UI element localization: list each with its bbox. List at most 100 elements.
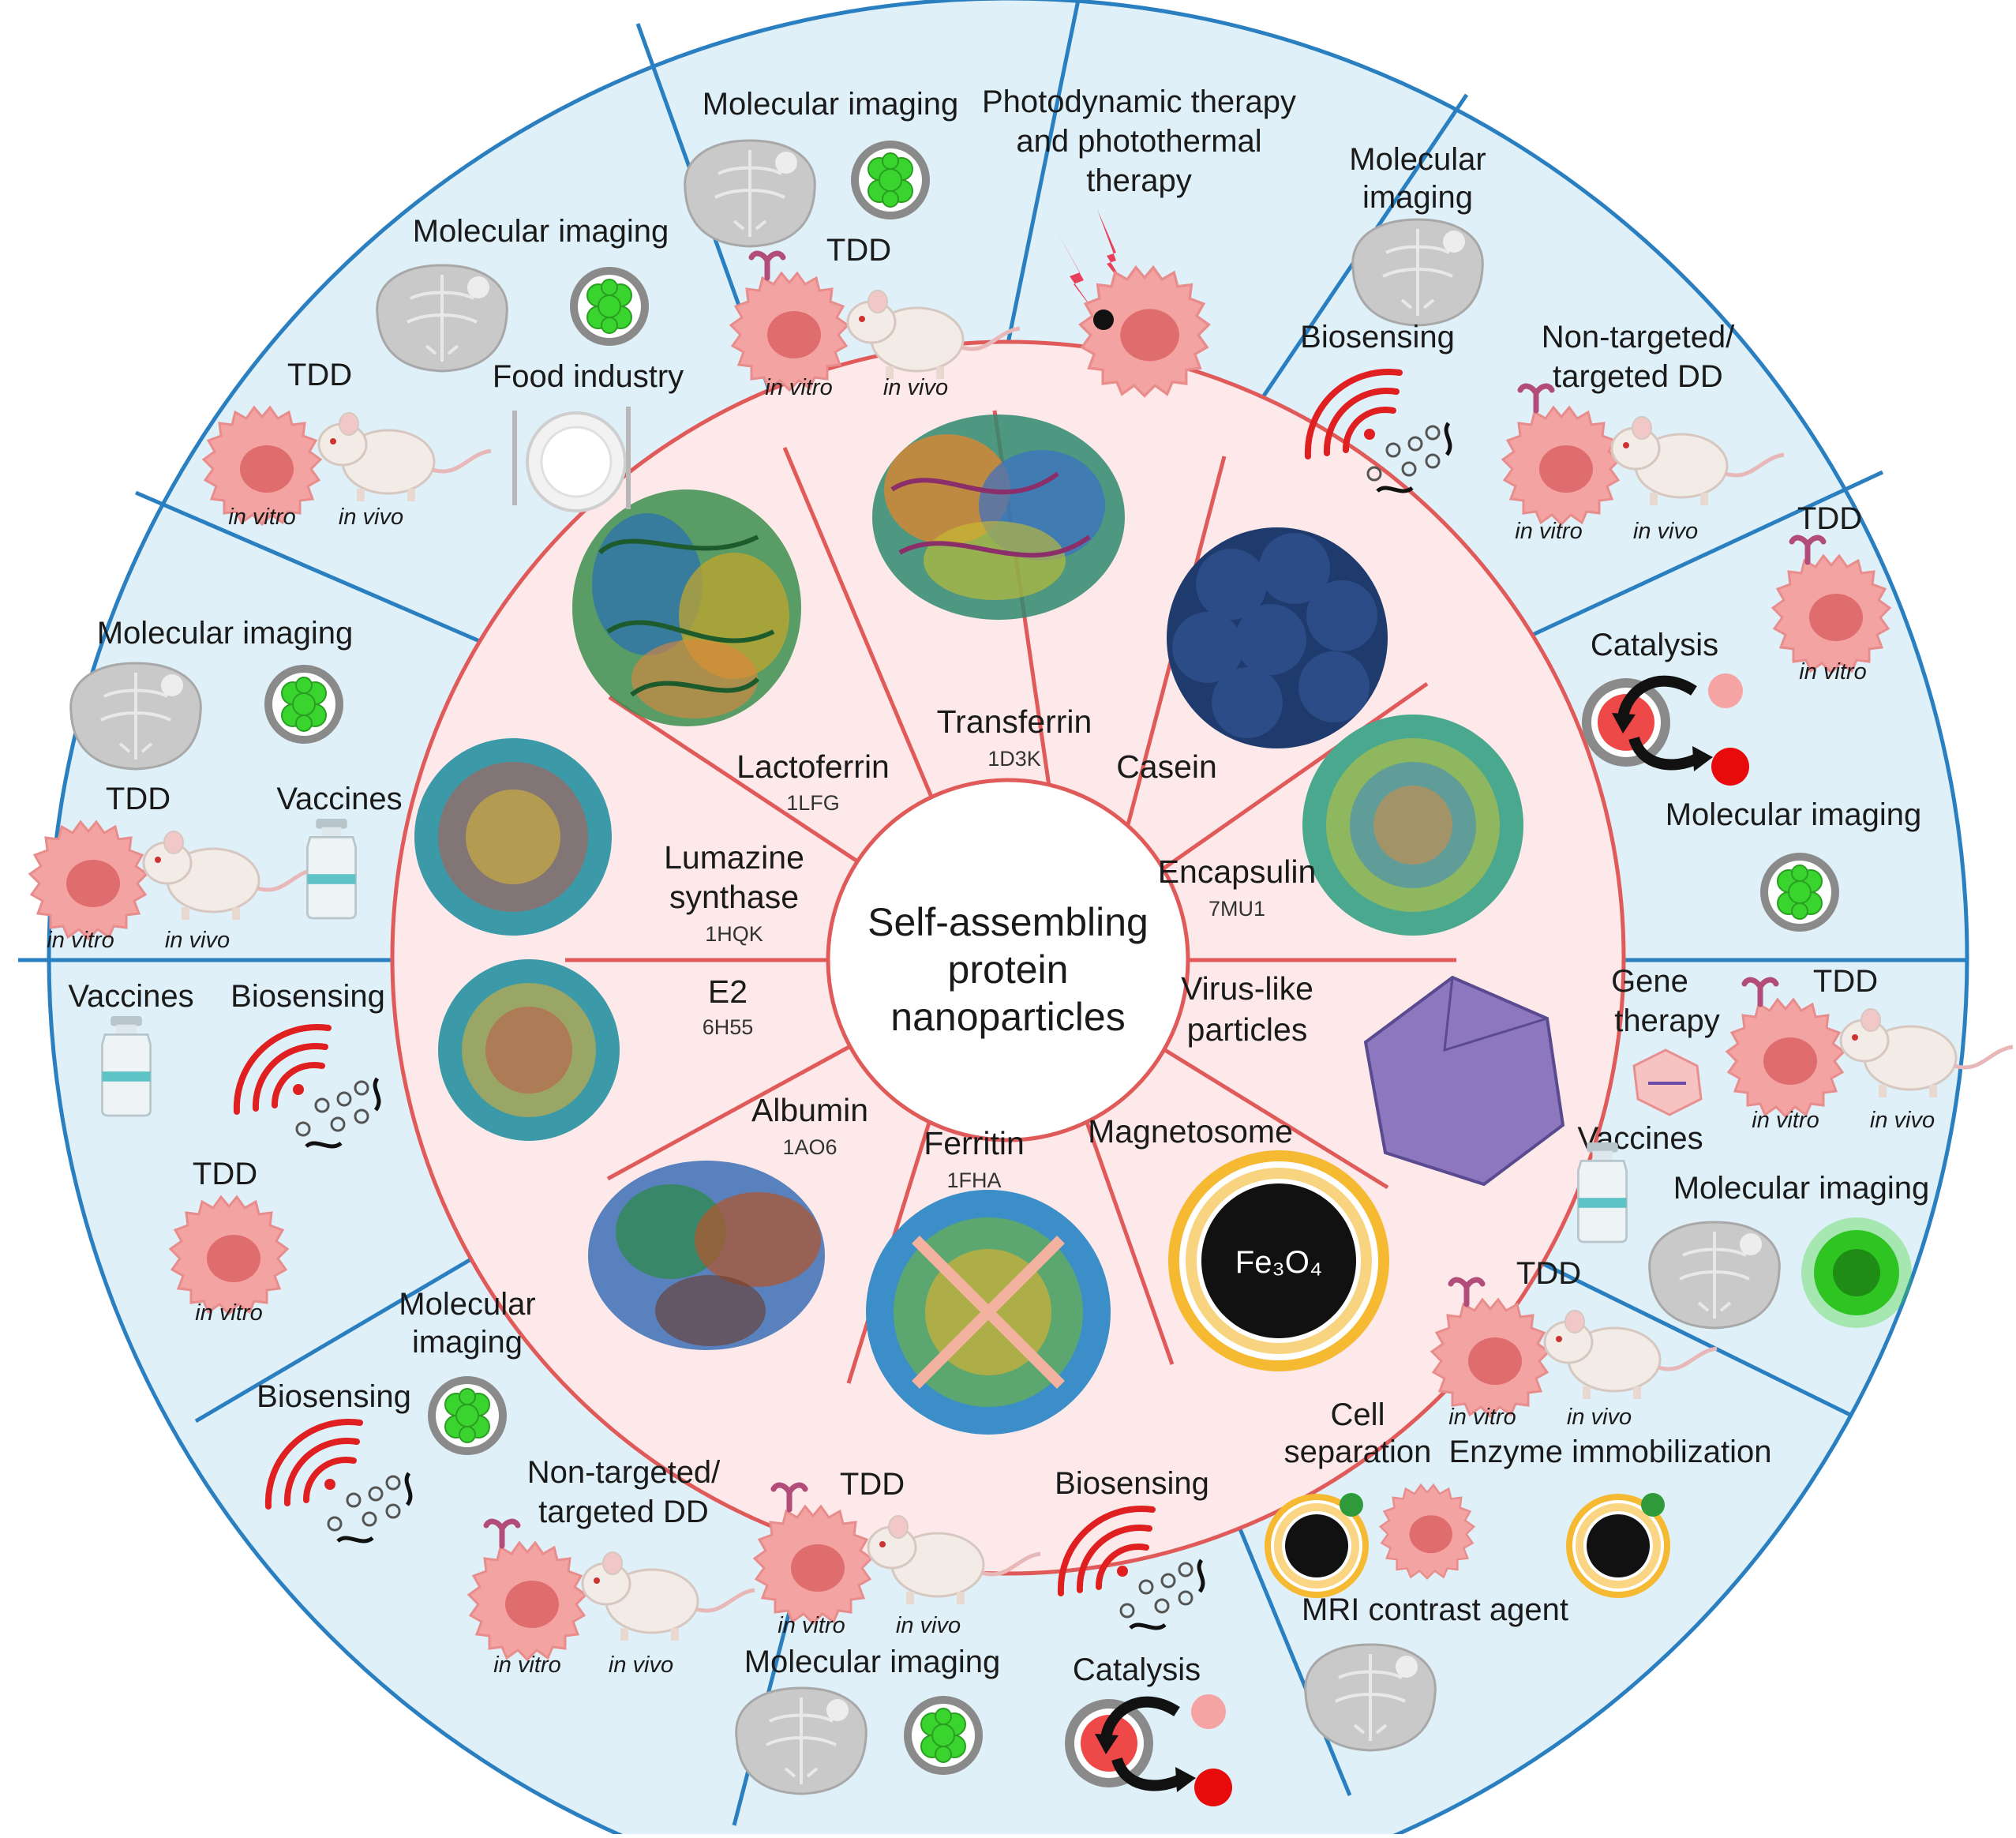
- mi-label: Molecular imaging: [413, 214, 669, 249]
- ferritin-applications: TDD in vitro in vivo Biosensing Molecula…: [734, 1466, 1232, 1806]
- green-nanoparticle-icon: [427, 1375, 508, 1456]
- encapsulin-label: Encapsulin: [1158, 853, 1317, 890]
- nanoparticle-dot: [1093, 309, 1114, 330]
- transferrin-applications: Molecular imaging TDD in vitro in vivo P…: [683, 84, 1296, 400]
- in-vivo-label: in vivo: [896, 1613, 961, 1638]
- targeted-dd-label: targeted DD: [538, 1495, 709, 1529]
- in-vivo-label: in vivo: [339, 505, 403, 530]
- lumazine-label-line1: Lumazine: [664, 839, 804, 876]
- in-vivo-label: in vivo: [1870, 1108, 1935, 1133]
- green-nanoparticle-icon: [264, 664, 344, 745]
- fluorescent-np-icon: [1801, 1217, 1912, 1328]
- in-vitro-label: in vitro: [493, 1652, 560, 1678]
- targeted-dd-label: targeted DD: [1553, 359, 1723, 394]
- transferrin-label: Transferrin: [937, 703, 1092, 740]
- magnetosome-core-label: Fe₃O₄: [1235, 1245, 1322, 1280]
- imaging-label: imaging: [1362, 180, 1473, 215]
- tdd-label: TDD: [840, 1467, 905, 1502]
- tdd-label: TDD: [287, 358, 352, 392]
- biosensing-label: Biosensing: [230, 979, 385, 1014]
- cell-label: Cell: [1331, 1397, 1385, 1432]
- in-vitro-label: in vitro: [778, 1613, 845, 1638]
- mi-label: Molecular imaging: [744, 1645, 1001, 1679]
- tdd-label: TDD: [1516, 1256, 1581, 1291]
- enzyme-dot: [1641, 1493, 1665, 1517]
- center-title-line3: nanoparticles: [890, 995, 1125, 1039]
- magnetosome-structure: [1168, 1150, 1389, 1371]
- brain-icon: [1351, 218, 1485, 327]
- albumin-applications: Molecular imaging Biosensing Non-targete…: [257, 1287, 755, 1678]
- magnetosome-applications: TDD in vitro in vivo Cell separation Enz…: [1265, 1256, 1772, 1752]
- non-targeted-label: Non-targeted/: [527, 1455, 721, 1490]
- enzyme-immobilization-label: Enzyme immobilization: [1448, 1435, 1771, 1469]
- green-nanoparticle-icon: [569, 266, 650, 347]
- mri-label: MRI contrast agent: [1302, 1592, 1568, 1627]
- brain-icon: [375, 264, 509, 373]
- ferritin-structure: [866, 1190, 1111, 1435]
- transferrin-structure: [872, 414, 1125, 620]
- biosensing-label: Biosensing: [257, 1379, 411, 1414]
- brain-icon: [1303, 1643, 1437, 1752]
- separation-label: separation: [1284, 1435, 1432, 1469]
- lactoferrin-applications: Molecular imaging TDD in vitro in vivo F…: [202, 214, 684, 530]
- imaging-label: imaging: [412, 1325, 523, 1360]
- biosensing-label: Biosensing: [1300, 320, 1455, 354]
- lumazine-applications: Molecular imaging TDD Vaccines in vitro …: [28, 616, 403, 953]
- food-industry-label: Food industry: [493, 359, 684, 394]
- e2-structure: [438, 959, 620, 1141]
- in-vitro-label: in vitro: [1799, 659, 1866, 685]
- lumazine-pdb: 1HQK: [705, 922, 763, 946]
- mi-label: Molecular imaging: [1673, 1171, 1930, 1206]
- e2-applications: Vaccines Biosensing TDD in vitro: [68, 979, 385, 1326]
- vaccines-label: Vaccines: [68, 979, 193, 1014]
- molecular-label: Molecular: [1349, 142, 1486, 177]
- in-vivo-label: in vivo: [165, 928, 230, 953]
- casein-label: Casein: [1116, 748, 1217, 785]
- encapsulin-applications: TDD in vitro Catalysis Molecular imaging: [1582, 501, 1921, 932]
- mi-label: Molecular imaging: [703, 87, 959, 122]
- casein-applications: Molecular imaging Biosensing Non-targete…: [1300, 142, 1784, 544]
- magnetosome-label: Magnetosome: [1088, 1113, 1293, 1150]
- center-title-line1: Self-assembling: [867, 900, 1149, 944]
- tdd-label: TDD: [193, 1157, 257, 1191]
- transferrin-pdb: 1D3K: [987, 747, 1041, 771]
- vlp-label-line1: Virus-like: [1181, 970, 1313, 1007]
- photodynamic-line2: and photothermal: [1016, 124, 1261, 159]
- mi-label: Molecular imaging: [97, 616, 354, 651]
- brain-icon: [734, 1686, 868, 1795]
- in-vivo-label: in vivo: [883, 375, 948, 400]
- gene-label: Gene: [1611, 964, 1688, 999]
- vlp-applications: Gene therapy TDD in vitro in vivo Vaccin…: [1577, 964, 2013, 1330]
- catalysis-label: Catalysis: [1073, 1652, 1201, 1687]
- green-nanoparticle-icon: [903, 1695, 984, 1776]
- tdd-label: TDD: [1813, 964, 1878, 999]
- encapsulin-pdb: 7MU1: [1208, 897, 1265, 921]
- lactoferrin-pdb: 1LFG: [786, 791, 840, 815]
- green-nanoparticle-icon: [850, 140, 931, 220]
- lactoferrin-label: Lactoferrin: [736, 748, 890, 785]
- encapsulin-structure: [1302, 715, 1523, 936]
- lumazine-synthase-structure: [414, 738, 612, 936]
- in-vitro-label: in vitro: [47, 928, 114, 953]
- in-vivo-label: in vivo: [1633, 519, 1698, 544]
- tdd-label: TDD: [826, 233, 891, 268]
- mi-label: Molecular imaging: [1666, 797, 1922, 832]
- antibody-dot: [1340, 1493, 1363, 1517]
- in-vitro-label: in vitro: [1515, 519, 1582, 544]
- vlp-label-line2: particles: [1187, 1011, 1308, 1048]
- catalysis-label: Catalysis: [1591, 628, 1718, 662]
- ferritin-label: Ferritin: [924, 1125, 1025, 1161]
- in-vitro-label: in vitro: [765, 375, 832, 400]
- green-nanoparticle-icon: [1759, 852, 1840, 932]
- in-vivo-label: in vivo: [609, 1652, 673, 1678]
- therapy-label: therapy: [1614, 1003, 1719, 1038]
- in-vitro-label: in vitro: [1448, 1405, 1516, 1430]
- center-circle: [826, 778, 1190, 1142]
- in-vitro-label: in vitro: [1752, 1108, 1819, 1133]
- brain-icon: [69, 662, 203, 771]
- molecular-label: Molecular: [399, 1287, 535, 1322]
- e2-pdb: 6H55: [703, 1015, 754, 1039]
- non-targeted-label: Non-targeted/: [1542, 320, 1735, 354]
